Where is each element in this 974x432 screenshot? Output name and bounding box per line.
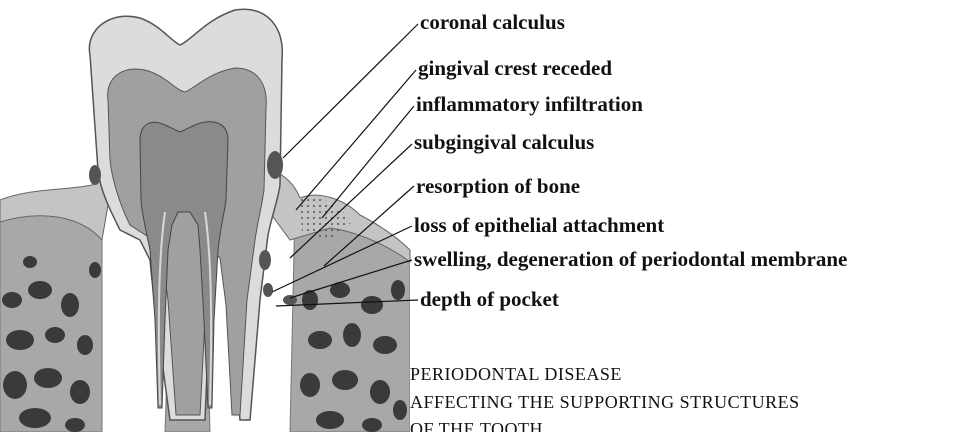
leader-line xyxy=(322,106,414,218)
label-inflammatory-infiltration: inflammatory infiltration xyxy=(416,92,643,116)
label-subgingival-calculus: subgingival calculus xyxy=(414,130,594,154)
label-coronal-calculus: coronal calculus xyxy=(420,10,565,34)
label-gingival-crest-receded: gingival crest receded xyxy=(418,56,612,80)
label-loss-of-epithelial-attachment: loss of epithelial attachment xyxy=(414,213,664,237)
leader-line xyxy=(296,70,416,210)
label-swelling-degeneration: swelling, degeneration of periodontal me… xyxy=(414,247,847,271)
label-resorption-of-bone: resorption of bone xyxy=(416,174,580,198)
tooth xyxy=(89,9,282,420)
caption-line-1: PERIODONTAL DISEASE xyxy=(410,362,622,386)
caption-line-2: AFFECTING THE SUPPORTING STRUCTURES xyxy=(410,390,800,414)
label-depth-of-pocket: depth of pocket xyxy=(420,287,559,311)
caption-line-3: OF THE TOOTH xyxy=(410,417,543,432)
